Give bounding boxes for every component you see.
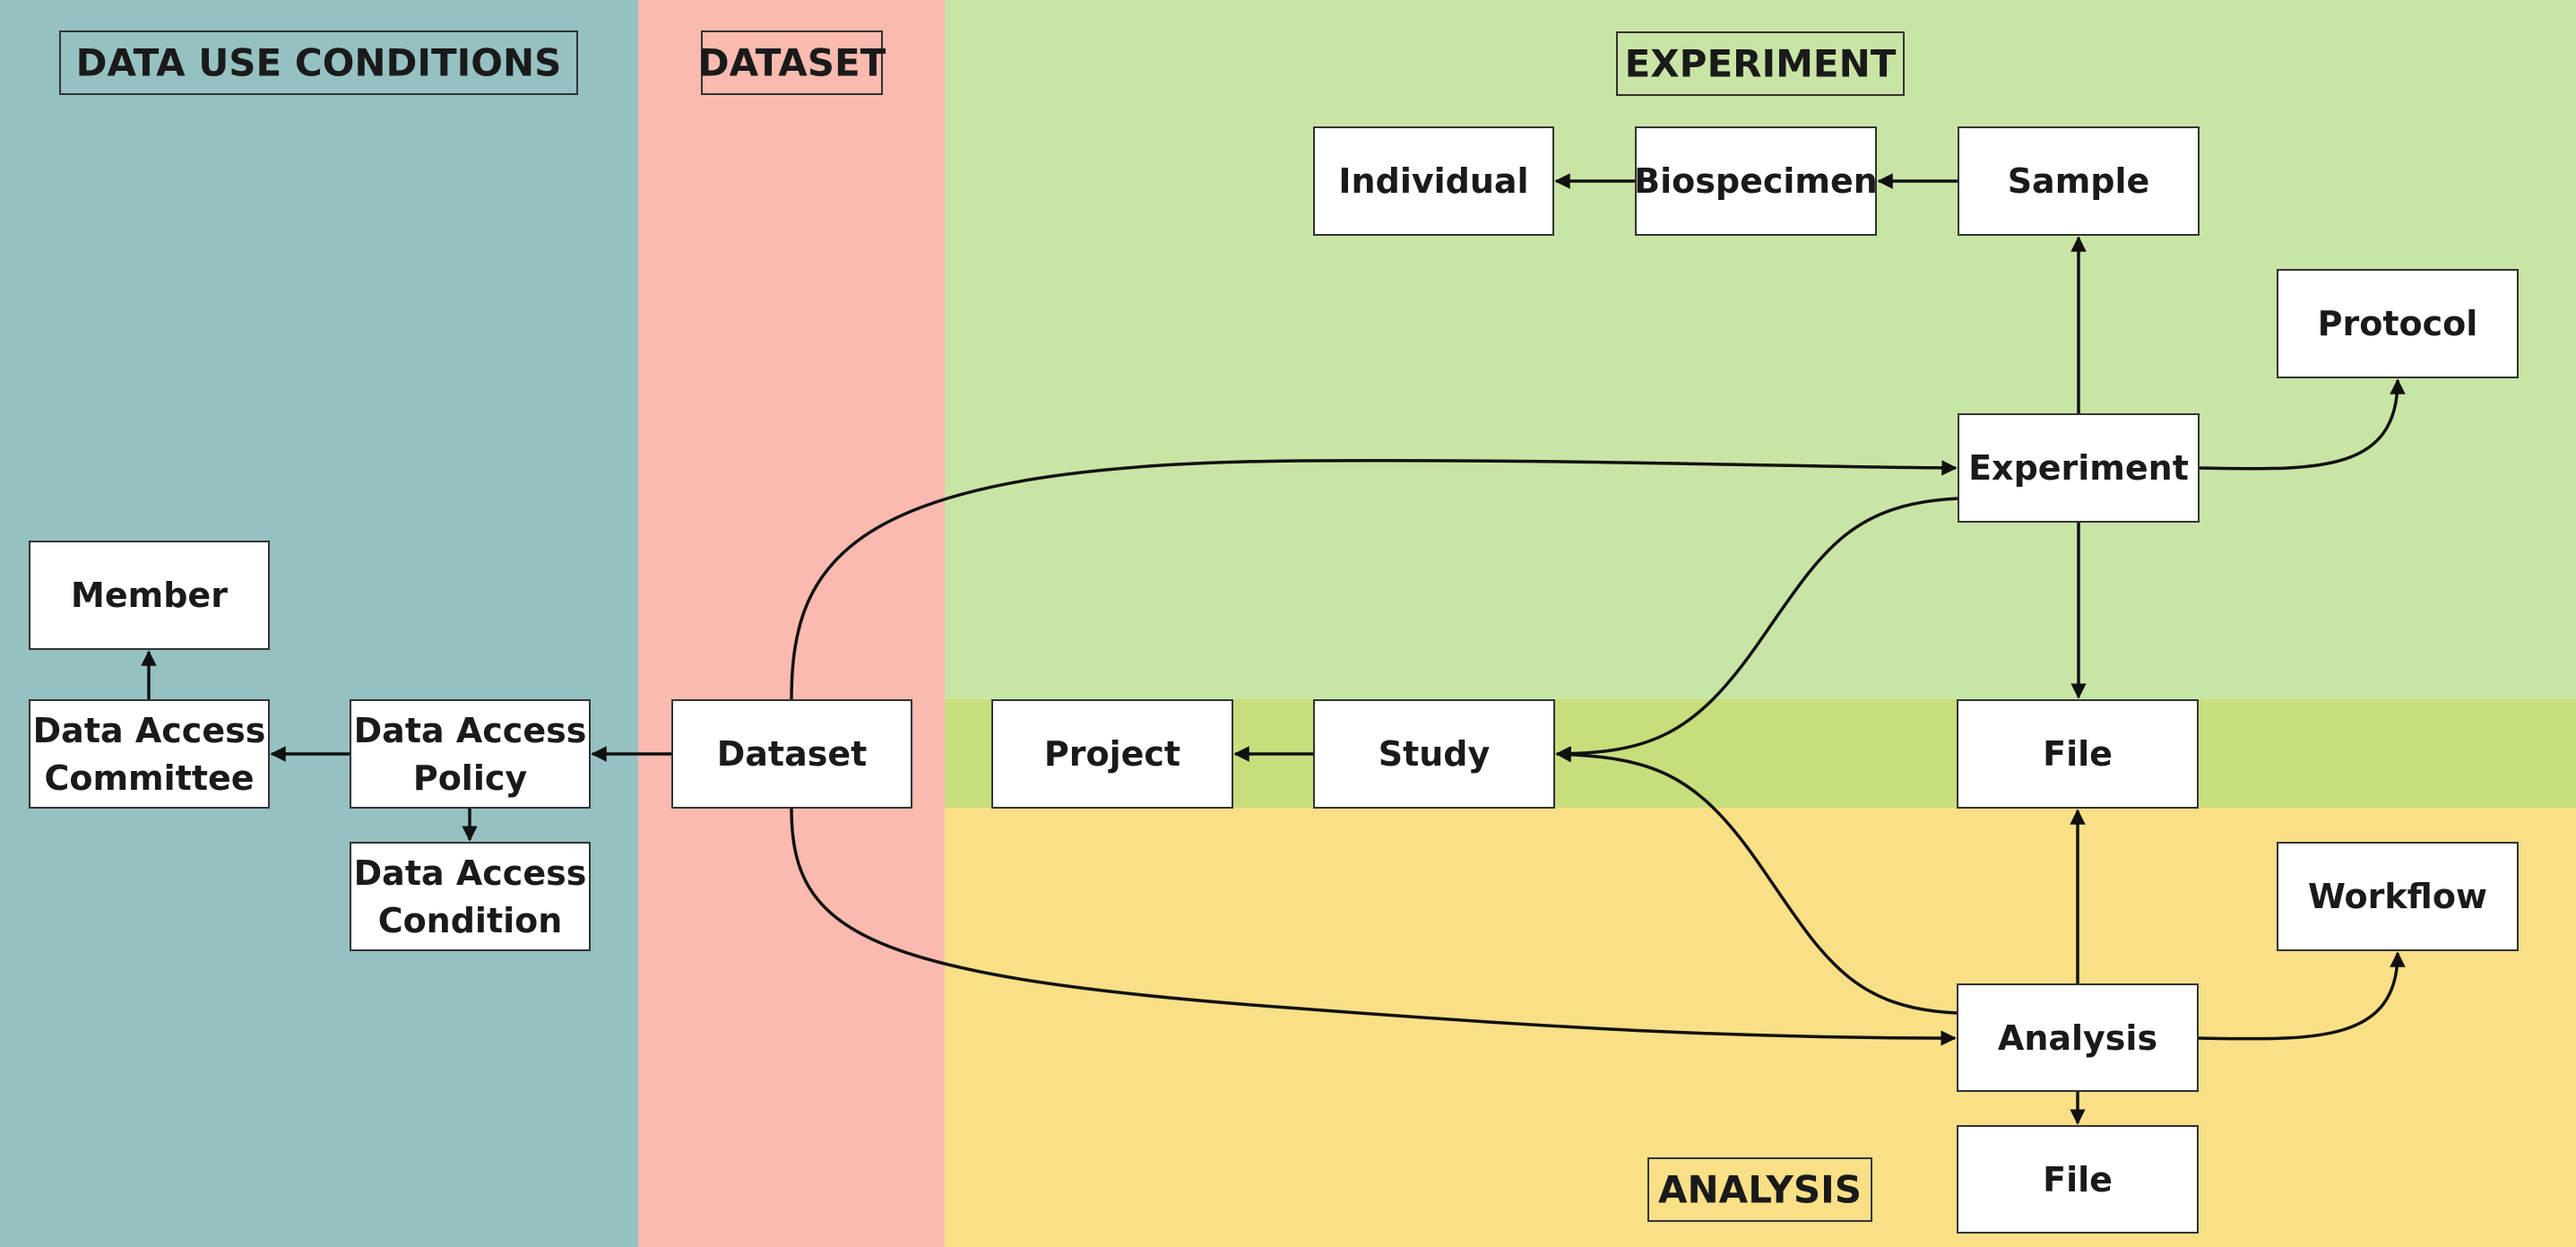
node-data-access-committee[interactable]: Data Access Committee	[29, 699, 270, 809]
node-label: Dataset	[717, 734, 868, 774]
edge-analysis-to-study	[1555, 746, 1958, 1015]
experiment-title: EXPERIMENT	[1616, 31, 1905, 96]
node-box	[1958, 413, 2200, 523]
title-text: ANALYSIS	[1658, 1168, 1862, 1212]
node-label: Biospecimen	[1634, 161, 1878, 201]
node-file-experiment[interactable]: File	[1957, 699, 2199, 809]
node-box	[2277, 842, 2519, 951]
node-member[interactable]: Member	[29, 541, 270, 650]
node-study[interactable]: Study	[1313, 699, 1555, 809]
node-box	[350, 842, 591, 951]
node-box	[1958, 126, 2200, 236]
node-label: Study	[1379, 734, 1491, 774]
node-label: Experiment	[1968, 448, 2189, 488]
node-label: Policy	[413, 758, 528, 798]
node-sample[interactable]: Sample	[1958, 126, 2200, 236]
node-label: Condition	[378, 901, 563, 940]
node-biospecimen[interactable]: Biospecimen	[1634, 126, 1878, 236]
node-label: Workflow	[2308, 877, 2487, 916]
node-box	[1313, 126, 1554, 236]
data-use-conditions-title: DATA USE CONDITIONS	[59, 30, 578, 95]
title-frame	[1647, 1157, 1872, 1222]
node-box	[1957, 699, 2199, 809]
node-project[interactable]: Project	[991, 699, 1233, 809]
node-label: Sample	[2008, 161, 2150, 201]
analysis-title: ANALYSIS	[1647, 1157, 1872, 1222]
edge-experiment-to-study	[1555, 497, 1959, 762]
node-label: Individual	[1338, 161, 1528, 201]
node-box	[29, 541, 270, 650]
node-data-access-condition[interactable]: Data Access Condition	[350, 842, 591, 951]
node-box	[991, 699, 1233, 809]
node-box	[1313, 699, 1555, 809]
title-text: DATA USE CONDITIONS	[76, 41, 562, 85]
node-box	[1635, 126, 1877, 236]
node-box	[350, 699, 591, 809]
edge-dataset-to-analysis	[790, 807, 1957, 1046]
title-frame	[701, 30, 883, 95]
node-analysis[interactable]: Analysis	[1957, 983, 2199, 1092]
title-text: EXPERIMENT	[1625, 42, 1897, 86]
node-individual[interactable]: Individual	[1313, 126, 1554, 236]
node-box	[1957, 1125, 2199, 1234]
node-label: Data Access	[354, 711, 587, 750]
node-experiment[interactable]: Experiment	[1958, 413, 2200, 523]
node-box	[671, 699, 912, 809]
node-file-analysis[interactable]: File	[1957, 1125, 2199, 1234]
title-frame	[1616, 31, 1905, 96]
dataset-title: DATASET	[698, 30, 886, 95]
edge-experiment-to-protocol	[2198, 378, 2406, 471]
node-box	[29, 699, 270, 809]
dataset-band	[638, 0, 945, 1247]
edges-layer	[141, 173, 2406, 1125]
node-dataset[interactable]: Dataset	[671, 699, 912, 809]
title-frame	[59, 30, 578, 95]
node-label: Analysis	[1998, 1018, 2157, 1058]
node-label: Data Access	[354, 853, 587, 893]
node-protocol[interactable]: Protocol	[2277, 269, 2519, 378]
node-workflow[interactable]: Workflow	[2277, 842, 2519, 951]
node-data-access-policy[interactable]: Data Access Policy	[350, 699, 591, 809]
node-label: Committee	[44, 758, 254, 798]
node-box	[1957, 983, 2199, 1092]
node-label: Member	[71, 576, 228, 615]
node-label: Data Access	[33, 711, 266, 750]
node-box	[2277, 269, 2519, 378]
edge-dataset-to-experiment	[790, 458, 1958, 701]
node-label: Protocol	[2318, 304, 2478, 343]
title-text: DATASET	[698, 41, 886, 85]
node-label: File	[2043, 734, 2113, 774]
node-label: File	[2043, 1160, 2113, 1199]
node-label: Project	[1044, 734, 1180, 774]
edge-analysis-to-workflow	[2197, 951, 2406, 1041]
